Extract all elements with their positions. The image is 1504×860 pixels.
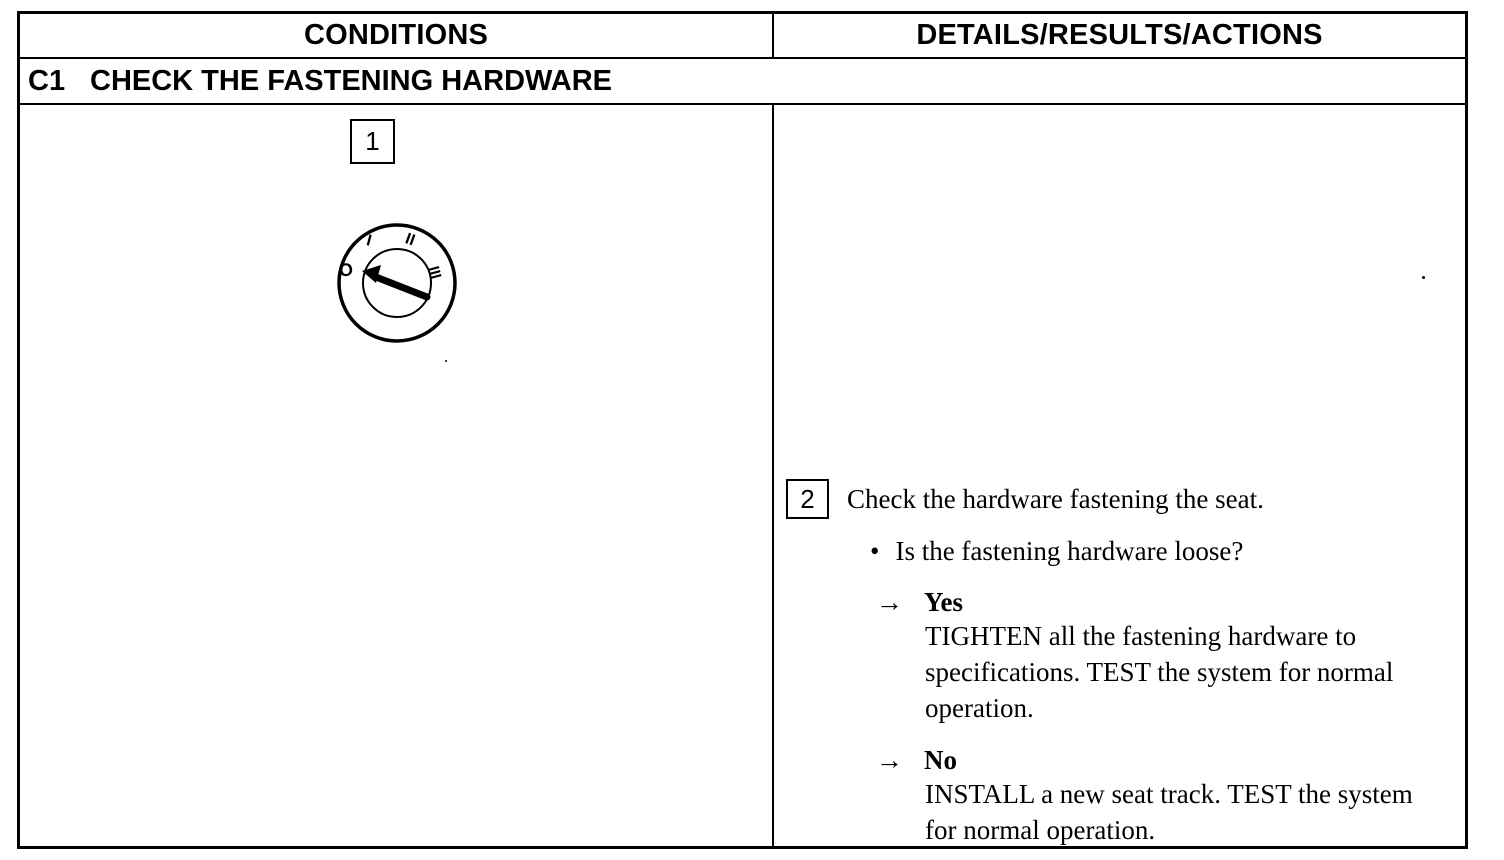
dial-pointer — [362, 265, 431, 301]
step-box-1: 1 — [350, 119, 395, 164]
question-item: • Is the fastening hardware loose? — [870, 536, 1243, 567]
step-title: CHECK THE FASTENING HARDWARE — [90, 64, 613, 97]
dial-label-1: I — [365, 232, 374, 250]
dial-position-labels: O I II III — [337, 230, 444, 281]
instruction-text: Check the hardware fastening the seat. — [847, 484, 1264, 514]
details-header: DETAILS/RESULTS/ACTIONS — [916, 19, 1323, 51]
dial-label-3: III — [425, 264, 445, 280]
dial-label-2: II — [403, 230, 417, 249]
answer-yes: → Yes — [876, 587, 963, 618]
answer-no-label: No — [924, 745, 957, 775]
column-divider — [772, 104, 774, 846]
table-header-row: CONDITIONS DETAILS/RESULTS/ACTIONS — [20, 14, 1465, 59]
scan-speck — [445, 360, 447, 362]
diagnostic-table: CONDITIONS DETAILS/RESULTS/ACTIONS C1 CH… — [17, 11, 1468, 849]
step-code: C1 — [28, 64, 66, 97]
step-title-row: C1 CHECK THE FASTENING HARDWARE — [20, 59, 1465, 105]
arrow-right-icon: → — [876, 745, 903, 775]
question-text: Is the fastening hardware loose? — [895, 536, 1244, 566]
step-box-2: 2 — [786, 479, 829, 519]
dial-label-off: O — [337, 259, 354, 281]
column-divider — [772, 14, 774, 59]
bullet-icon: • — [870, 536, 880, 566]
ignition-switch-icon: O I II III — [337, 223, 457, 343]
answer-no: → No — [876, 745, 957, 776]
answer-yes-label: Yes — [924, 587, 963, 617]
arrow-right-icon: → — [876, 587, 903, 617]
answer-no-action: INSTALL a new seat track. TEST the syste… — [925, 779, 1413, 845]
scan-speck — [1422, 276, 1425, 279]
conditions-header: CONDITIONS — [303, 19, 489, 51]
answer-yes-action: TIGHTEN all the fastening hardware to sp… — [925, 621, 1394, 723]
